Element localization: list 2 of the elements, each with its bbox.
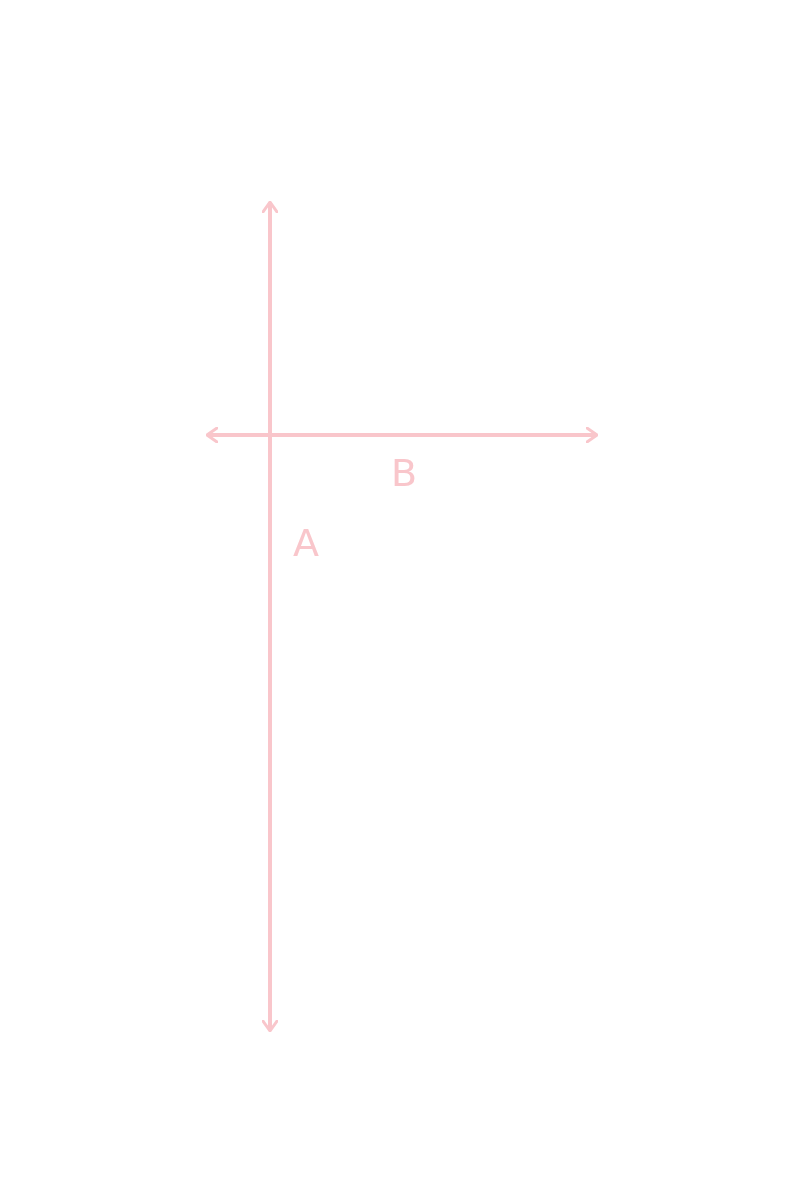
dimension-label: A <box>293 524 319 562</box>
dimension-label: B <box>391 454 418 492</box>
